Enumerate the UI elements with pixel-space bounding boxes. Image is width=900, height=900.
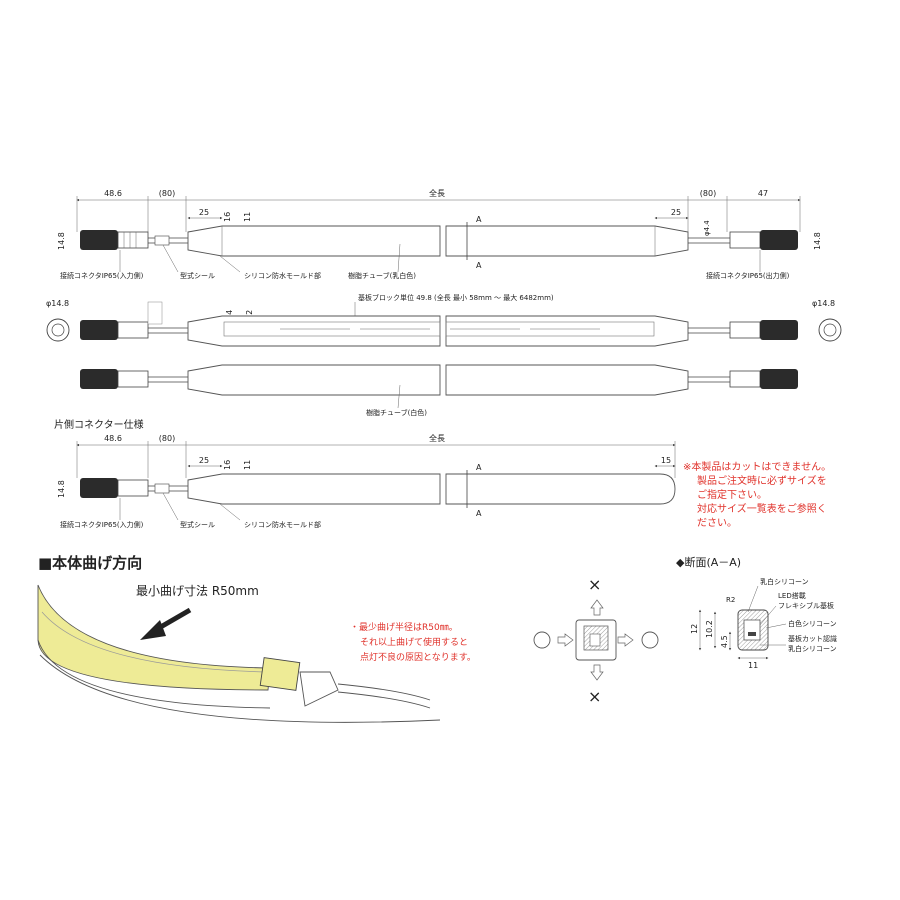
section-mark-a-bottom: A <box>476 261 482 270</box>
dim-block-unit: 基板ブロック単位 49.8 (全長 最小 58mm ～ 最大 6482mm) <box>358 293 554 302</box>
bent-strip-body <box>37 584 271 691</box>
arrow-up-icon <box>590 599 604 616</box>
notice-line-1: ※本製品はカットはできません。 <box>683 460 831 473</box>
dim-section-10-2: 10.2 <box>705 620 714 638</box>
heading-single-connector: 片側コネクター仕様 <box>54 418 144 431</box>
label-cut-mark-2: 乳白シリコーン <box>788 644 837 653</box>
arrow-left-icon <box>557 633 574 647</box>
bent-strip-end-cap <box>259 657 301 691</box>
label-input-connector: 接続コネクタIP65(入力側) <box>60 271 144 280</box>
strip-tube-left <box>187 225 441 257</box>
dim-connector-length-2: 48.6 <box>104 434 122 443</box>
dim-11: 11 <box>243 212 252 222</box>
circle-mark-left <box>533 631 551 649</box>
dim-11-2: 11 <box>243 460 252 470</box>
notice-line-4: 対応サイズ一覧表をご参照く <box>697 502 827 515</box>
dim-right-connector: 47 <box>758 189 768 198</box>
dim-total-length: 全長 <box>429 188 445 198</box>
label-seal-2: 型式シール <box>180 520 215 529</box>
strip-tube-right <box>445 225 689 257</box>
bend-min-radius: 最小曲げ寸法 R50mm <box>136 584 259 598</box>
dim-section-12: 12 <box>690 624 699 634</box>
input-connector-boot <box>117 231 149 249</box>
output-connector-body <box>760 230 798 250</box>
cross-mark-top: × <box>588 575 601 594</box>
bend-direction-section: ■本体曲げ方向 最小曲げ寸法 R50mm ・最少曲げ半径はR50㎜。 それ以上曲… <box>37 554 476 723</box>
dim-12: 12 <box>245 310 254 320</box>
strip-back-view: 樹脂チューブ(白色) <box>80 364 798 417</box>
circle-mark-right <box>641 631 659 649</box>
section-mark-a-bottom-2: A <box>476 509 482 518</box>
section-heading: ◆断面(A－A) <box>676 555 741 569</box>
arrow-down-icon <box>590 664 604 681</box>
dim-14-8-2: 14.8 <box>57 480 66 498</box>
dim-total-length-2: 全長 <box>429 433 445 443</box>
strip-top-view: 48.6 (80) 全長 (80) 47 25 25 16 11 φ4.4 14… <box>57 188 822 280</box>
section-mark-a-top-2: A <box>476 463 482 472</box>
bend-heading: ■本体曲げ方向 <box>38 554 142 572</box>
dim-14-8: 14.8 <box>57 232 66 250</box>
notice-line-5: ださい。 <box>697 517 737 529</box>
dim-16: 16 <box>223 212 232 222</box>
label-mold: シリコン防水モールド部 <box>244 271 321 280</box>
bend-note-3: 点灯不良の原因となります。 <box>360 651 476 663</box>
label-output-connector: 接続コネクタIP65(出力側) <box>706 271 790 280</box>
dim-phi14-8-left: φ14.8 <box>46 299 69 308</box>
model-seal <box>154 235 170 246</box>
label-milk-silicone: 乳白シリコーン <box>760 577 809 586</box>
dim-section-11: 11 <box>748 661 758 670</box>
label-cut-mark: 基板カット認識 <box>788 634 837 643</box>
label-mold-2: シリコン防水モールド部 <box>244 520 321 529</box>
bend-note-1: ・最少曲げ半径はR50㎜。 <box>350 621 458 633</box>
strip-led-view: 基板ブロック単位 49.8 (全長 最小 58mm ～ 最大 6482mm) φ… <box>46 293 842 347</box>
cross-mark-bottom: × <box>588 687 601 706</box>
dim-section-4-5: 4.5 <box>720 635 729 648</box>
dim-cable-length-2: (80) <box>159 434 175 443</box>
dim-14: 14 <box>225 310 234 320</box>
dim-right-cable: (80) <box>700 189 716 198</box>
label-white-silicone: 白色シリコーン <box>788 619 837 628</box>
cross-section-a-a: ◆断面(A－A) 乳白シリコーン R2 LED搭載 フレキシブル基板 白色シリコ… <box>676 555 837 670</box>
single-connector-view: 片側コネクター仕様 48.6 (80) 全長 25 15 16 11 14.8 … <box>54 418 676 529</box>
label-tube-milk: 樹脂チューブ(乳白色) <box>348 271 416 280</box>
label-tube-white: 樹脂チューブ(白色) <box>366 408 427 417</box>
notice-line-2: 製品ご注文時に必ずサイズを <box>697 474 827 487</box>
dim-phi14-8-right: φ14.8 <box>812 299 835 308</box>
dim-phi4-4: φ4.4 <box>703 220 711 236</box>
output-connector-boot <box>729 231 761 249</box>
label-led-board-1: LED搭載 <box>778 591 806 600</box>
dim-end-25: 25 <box>199 208 209 217</box>
input-connector-body <box>80 230 118 250</box>
dim-14-8-right: 14.8 <box>813 232 822 250</box>
bend-allowed-directions: × × <box>533 575 659 706</box>
notice-line-3: ご指定下さい。 <box>697 488 767 501</box>
bend-note-2: それ以上曲げて使用すると <box>360 636 468 648</box>
dim-15: 15 <box>661 456 671 465</box>
dim-16-2: 16 <box>223 460 232 470</box>
label-seal: 型式シール <box>180 271 215 280</box>
dim-end-25-right: 25 <box>671 208 681 217</box>
arrow-right-icon <box>617 633 634 647</box>
section-mark-a-top: A <box>476 215 482 224</box>
cut-notice: ※本製品はカットはできません。 製品ご注文時に必ずサイズを ご指定下さい。 対応… <box>683 460 831 529</box>
label-r2: R2 <box>726 596 735 604</box>
label-led-board-2: フレキシブル基板 <box>778 601 834 610</box>
dim-end-25-2: 25 <box>199 456 209 465</box>
label-input-connector-2: 接続コネクタIP65(入力側) <box>60 520 144 529</box>
dim-cable-length: (80) <box>159 189 175 198</box>
dim-connector-length: 48.6 <box>104 189 122 198</box>
